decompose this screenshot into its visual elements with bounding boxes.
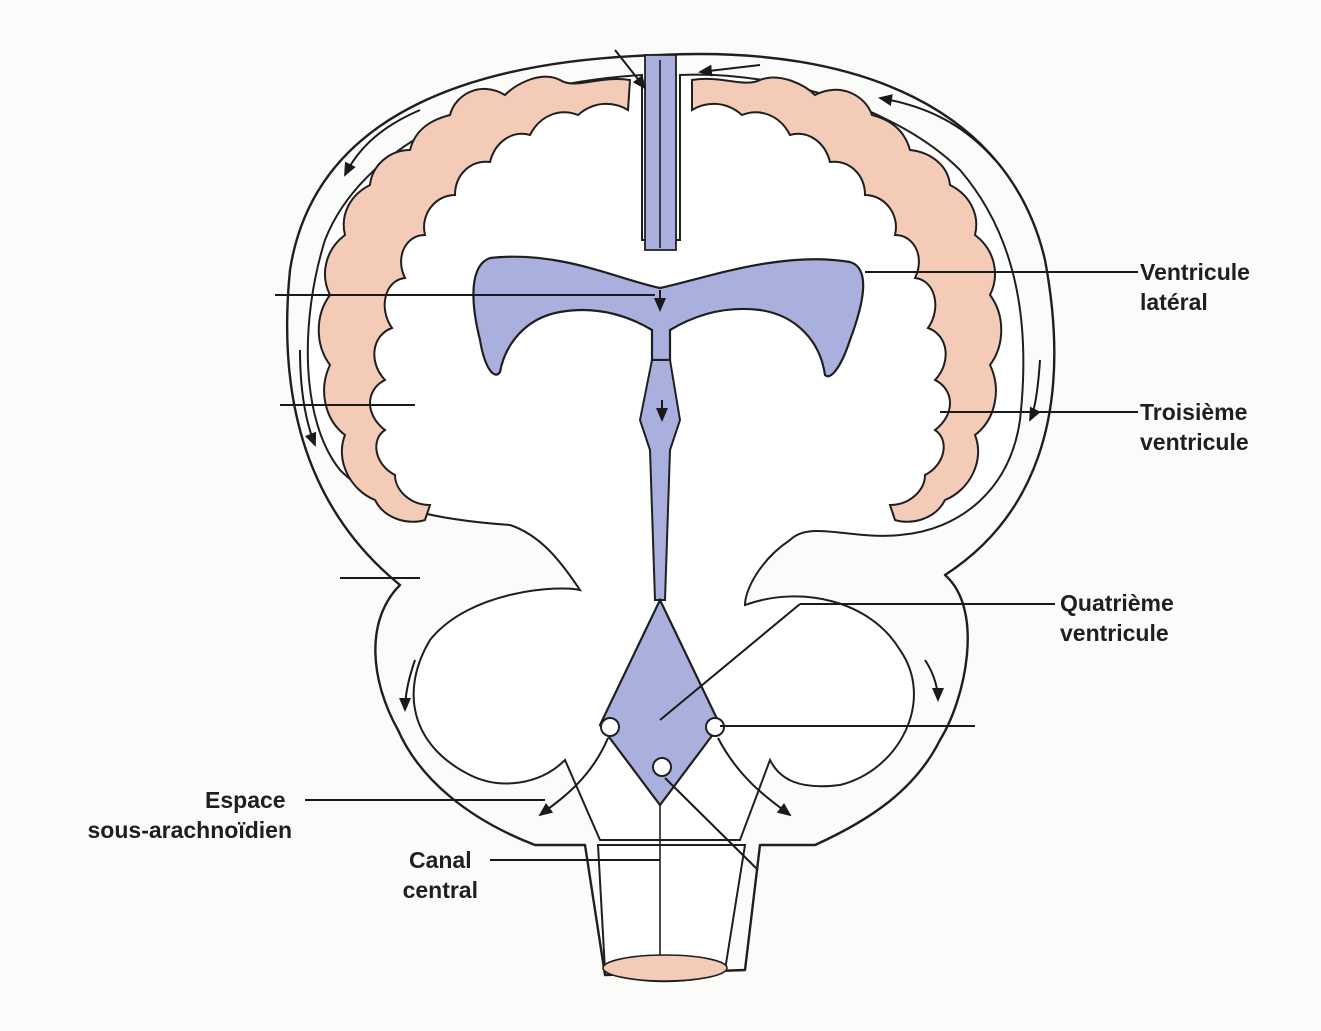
flow-arrow — [399, 659, 416, 712]
spinal-cord-section — [602, 954, 728, 982]
cortex-left — [317, 75, 632, 523]
flow-arrow — [924, 659, 944, 702]
flow-arrow — [299, 349, 317, 447]
label-third-ventricle: Troisième ventricule — [1140, 399, 1254, 455]
lateral-ventricles — [472, 255, 865, 378]
flow-arrow — [538, 737, 609, 817]
flow-arrow — [698, 64, 761, 77]
flow-arrow — [1029, 359, 1041, 422]
flow-arrow — [344, 109, 421, 177]
label-fourth-ventricle: Quatrième ventricule — [1060, 590, 1180, 646]
label-lateral-ventricle: Ventricule latéral — [1140, 259, 1256, 315]
lateral-aperture-left — [600, 717, 620, 737]
flow-arrow — [878, 94, 996, 161]
flow-arrow — [614, 49, 647, 90]
third-ventricle — [638, 359, 682, 601]
label-subarachnoid-space: Espace sous-arachnoïdien — [88, 787, 292, 843]
median-aperture — [652, 757, 672, 777]
label-central-canal: Canal central — [403, 847, 478, 903]
leader-unlabeled — [664, 777, 759, 871]
subarachnoid-envelope — [286, 52, 1056, 977]
flow-arrow — [717, 737, 792, 817]
cortex-right — [691, 76, 1003, 523]
